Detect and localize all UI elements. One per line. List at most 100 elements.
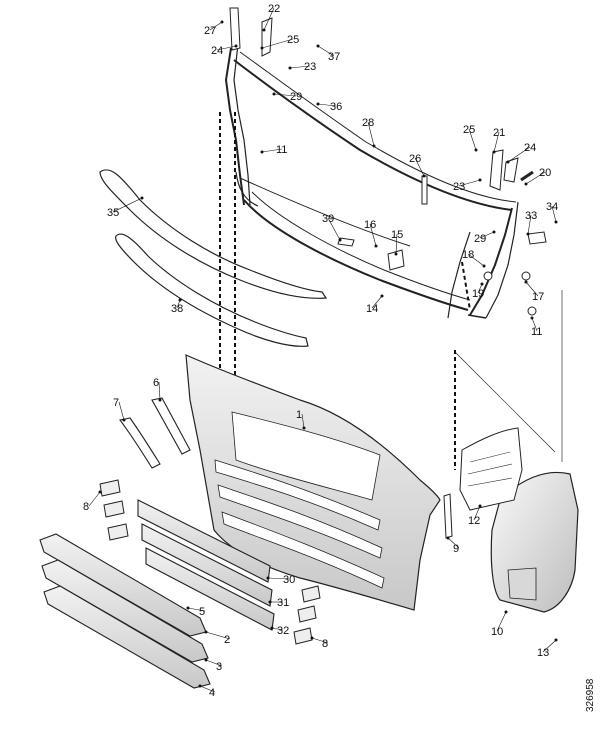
callout-dot <box>526 232 530 236</box>
callout-c19: 19 <box>472 288 484 300</box>
callout-leader <box>496 611 507 632</box>
callout-c8a: 8 <box>83 501 89 513</box>
callout-leader <box>477 283 483 294</box>
callout-leader <box>525 281 539 297</box>
callout-dot <box>288 66 292 70</box>
callout-leader <box>112 197 143 213</box>
callout-c39: 39 <box>322 213 334 225</box>
callout-c24b: 24 <box>524 142 536 154</box>
callout-leader <box>527 214 532 235</box>
callout-dot <box>272 92 276 96</box>
callout-leader <box>551 205 557 223</box>
callout-dot <box>302 426 306 430</box>
callout-leader <box>542 639 557 653</box>
callout-dot <box>446 536 450 540</box>
callout-dot <box>178 298 182 302</box>
callout-leader <box>205 631 231 640</box>
callout-c25a: 25 <box>287 34 299 46</box>
callout-c27: 27 <box>204 25 216 37</box>
callout-leader <box>267 577 290 580</box>
callout-leader <box>317 103 337 107</box>
callout-c6: 6 <box>153 377 159 389</box>
callout-c13: 13 <box>537 647 549 659</box>
callout-leader <box>301 413 305 429</box>
callout-leader <box>317 45 335 57</box>
frame-hardware <box>337 149 547 316</box>
callout-leader <box>458 179 481 187</box>
callout-leader <box>118 401 125 421</box>
callout-dot <box>524 182 528 186</box>
callout-leader <box>371 295 383 309</box>
callout-leader <box>369 223 377 247</box>
callout-c28: 28 <box>362 117 374 129</box>
callout-dot <box>316 102 320 106</box>
callout-c18: 18 <box>462 249 474 261</box>
callout-c3: 3 <box>216 661 222 673</box>
lower-grille-bars <box>39 533 211 689</box>
callout-leader <box>473 505 481 521</box>
callout-c34: 34 <box>546 201 558 213</box>
callout-c4: 4 <box>209 687 215 699</box>
callout-c21: 21 <box>493 127 505 139</box>
callout-c12: 12 <box>468 515 480 527</box>
callout-dot <box>506 160 510 164</box>
callout-c31: 31 <box>277 597 289 609</box>
callout-dot <box>492 230 496 234</box>
callout-c25b: 25 <box>463 124 475 136</box>
callout-c35: 35 <box>107 207 119 219</box>
callout-leader <box>273 93 297 97</box>
callout-dot <box>482 264 486 268</box>
callout-c32: 32 <box>277 625 289 637</box>
callout-leader <box>199 685 216 693</box>
callout-c5: 5 <box>199 606 205 618</box>
callout-c37: 37 <box>328 51 340 63</box>
callout-dot <box>158 398 162 402</box>
callout-dot <box>122 418 126 422</box>
callout-leader <box>216 45 237 51</box>
callout-dot <box>310 636 314 640</box>
grille-inserts <box>99 479 321 645</box>
callout-leader <box>493 131 500 153</box>
callout-leader <box>479 231 495 239</box>
callout-c10: 10 <box>491 626 503 638</box>
callout-dot <box>554 220 558 224</box>
callout-leader <box>187 607 206 612</box>
headlamp-trim <box>119 397 191 469</box>
callout-leader <box>263 7 275 31</box>
callout-c29b: 29 <box>474 233 486 245</box>
callout-leader <box>367 121 375 147</box>
callout-c11a: 11 <box>276 144 287 156</box>
callout-leader <box>507 146 531 163</box>
callout-dot <box>204 658 208 662</box>
callout-leader <box>88 491 101 507</box>
callout-dot <box>372 144 376 148</box>
callout-leader <box>467 253 485 267</box>
callout-leader <box>158 381 161 401</box>
callout-dot <box>316 44 320 48</box>
callout-leader <box>261 38 294 49</box>
callout-dot <box>504 610 508 614</box>
callout-c9: 9 <box>453 543 459 555</box>
callout-leader <box>289 65 311 69</box>
upper-bracket <box>229 7 273 57</box>
callout-dot <box>270 626 274 630</box>
alignment-lines <box>219 112 471 470</box>
front-frame-assembly <box>224 43 519 319</box>
callout-leader <box>261 148 283 153</box>
callout-dot <box>262 28 266 32</box>
callout-c36: 36 <box>330 101 342 113</box>
callout-c14: 14 <box>366 303 378 315</box>
callout-leader <box>531 317 538 332</box>
callout-dot <box>492 150 496 154</box>
callout-c26: 26 <box>409 153 421 165</box>
callout-c33: 33 <box>525 210 537 222</box>
callout-leader <box>525 171 546 185</box>
callout-leader <box>447 537 460 549</box>
callout-c1: 1 <box>296 409 302 421</box>
callout-dot <box>394 252 398 256</box>
callout-c15: 15 <box>391 229 403 241</box>
callout-c17: 17 <box>532 291 544 303</box>
callout-dot <box>422 174 426 178</box>
callout-c38: 38 <box>171 303 183 315</box>
